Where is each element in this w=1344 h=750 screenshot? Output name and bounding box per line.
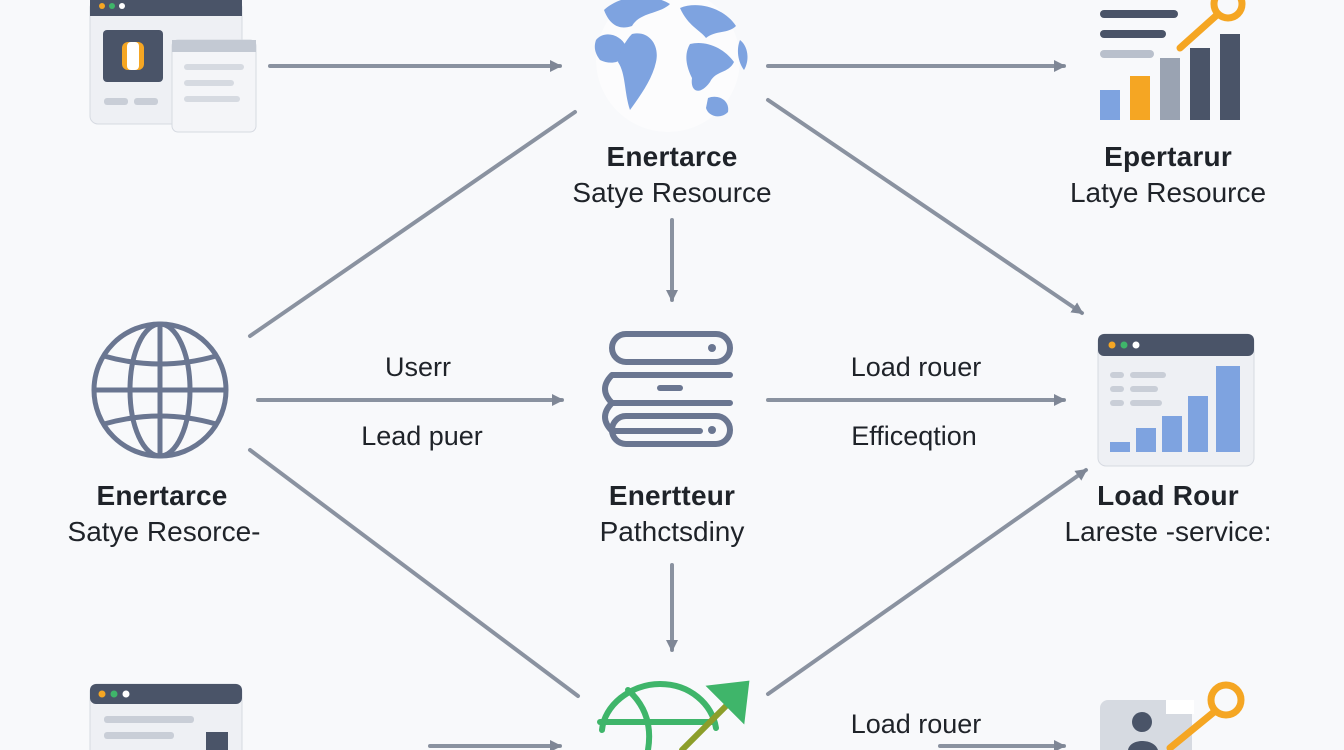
- node-subtitle-mid-right: Lareste -service:: [1064, 516, 1272, 547]
- user-key-icon: [1100, 681, 1245, 750]
- node-title-top-right: Epertarur: [1104, 141, 1232, 172]
- browser-window-icon: [89, 683, 243, 750]
- node-title-mid-center: Enertteur: [608, 480, 736, 511]
- arrow-midleft-to-topcenter: [248, 110, 577, 338]
- arrow-topcenter-to-midright: [766, 98, 1084, 315]
- green-globe-arrow-icon: [597, 680, 750, 750]
- world-globe-icon: [594, 0, 748, 132]
- arrow-midleft-to-bottomcenter: [248, 448, 580, 698]
- node-title-mid-right: Load Rour: [1097, 480, 1239, 511]
- edge-label-left-center-top: Userr: [385, 352, 451, 382]
- node-subtitle-top-right: Latye Resource: [1069, 177, 1267, 208]
- browser-window-icon: [89, 0, 257, 133]
- dashboard-window-icon: [1097, 333, 1255, 467]
- edge-label-bottom-center-right: Load rouer: [850, 709, 982, 739]
- node-subtitle-mid-left: Satye Resorce-: [67, 516, 261, 547]
- edge-label-center-right-top: Load rouer: [850, 352, 982, 382]
- bar-chart-key-icon: [1100, 0, 1246, 120]
- edge-label-center-right-bottom: Efficeqtion: [851, 421, 977, 451]
- arrow-bottomcenter-to-midright: [766, 468, 1088, 696]
- server-stack-icon: [602, 331, 733, 447]
- node-title-mid-left: Enertarce: [96, 480, 228, 511]
- wireframe-globe-icon: [91, 321, 229, 459]
- node-subtitle-mid-center: Pathctsdiny: [599, 516, 745, 547]
- edge-label-left-center-bottom: Lead puer: [361, 421, 483, 451]
- node-title-top-center: Enertarce: [606, 141, 738, 172]
- node-subtitle-top-center: Satye Resource: [572, 177, 772, 208]
